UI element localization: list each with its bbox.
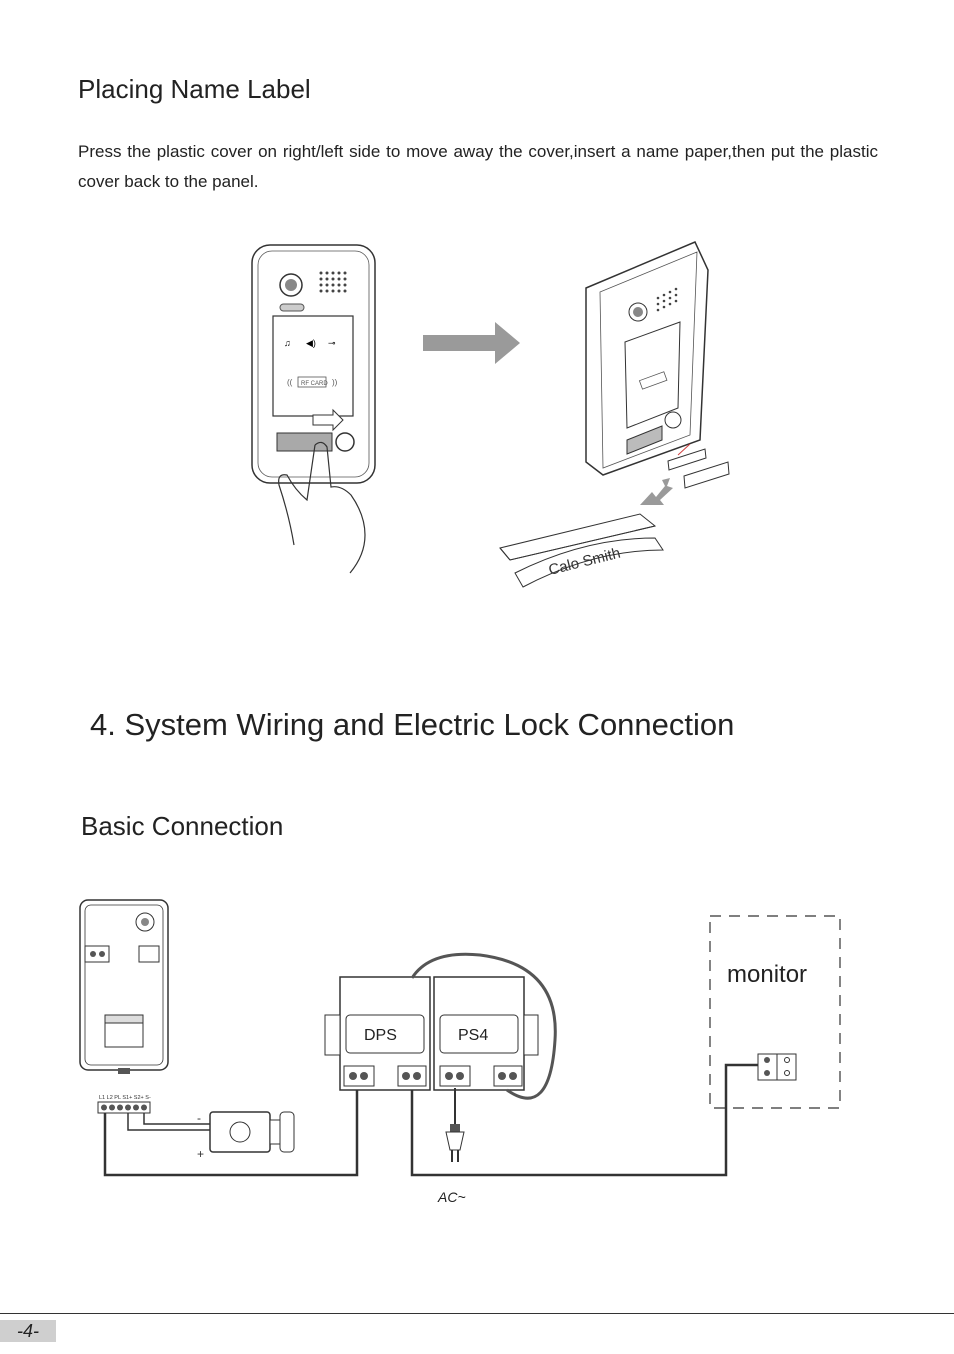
svg-text:)): ))	[332, 378, 338, 387]
outdoor-panel-rear	[79, 899, 169, 1074]
call-button-icon	[335, 432, 355, 452]
rf-card-label: RF CARD	[301, 381, 328, 387]
speaker-icon: ◀)	[306, 338, 316, 348]
panel-terminal-block: L1 L2 PL S1+ S2+ S-	[97, 1095, 151, 1114]
name-label-cover	[276, 432, 333, 452]
name-label-instructions: Press the plastic cover on right/left si…	[78, 142, 878, 191]
ps4-module: PS4	[433, 976, 539, 1091]
electric-lock: - +	[197, 1111, 295, 1161]
name-paper: Calo Smith	[499, 513, 664, 588]
door-panel-angled	[585, 241, 730, 505]
svg-text:((: ((	[287, 378, 293, 387]
ps4-label: PS4	[458, 1027, 488, 1044]
wiring-diagram: L1 L2 PL S1+ S2+ S- - + DPS PS4	[79, 899, 841, 1205]
pointing-hand-icon	[278, 441, 366, 574]
monitor-box: monitor	[709, 915, 841, 1109]
monitor-label: monitor	[727, 961, 807, 988]
dps-module: DPS	[324, 976, 431, 1091]
svg-text:-: -	[197, 1111, 201, 1125]
svg-text:+: +	[197, 1147, 204, 1161]
key-icon: ⊸	[328, 338, 336, 348]
speaker-grill-icon	[319, 271, 347, 293]
right-arrow-icon	[423, 322, 520, 364]
basic-connection-heading: Basic Connection	[81, 811, 284, 841]
section-heading-wiring: 4. System Wiring and Electric Lock Conne…	[90, 707, 735, 742]
svg-text:L1 L2 PL S1+ S2+ S-: L1 L2 PL S1+ S2+ S-	[99, 1095, 151, 1101]
name-label-heading: Placing Name Label	[78, 74, 311, 104]
name-label-figure: ♫ ◀) ⊸ RF CARD (( ))	[251, 241, 730, 588]
ac-plug-icon	[445, 1088, 465, 1162]
ac-label: AC~	[437, 1189, 466, 1205]
bell-icon: ♫	[284, 338, 291, 348]
dps-label: DPS	[364, 1027, 397, 1044]
camera-icon	[279, 273, 303, 297]
page-number: -4-	[0, 1320, 56, 1342]
footer-rule	[0, 1313, 954, 1314]
door-panel-front: ♫ ◀) ⊸ RF CARD (( ))	[251, 244, 376, 484]
